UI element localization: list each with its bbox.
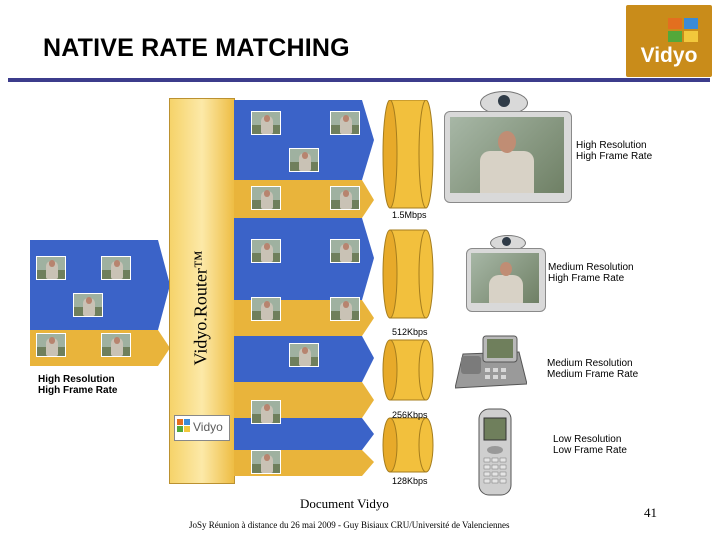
source-thumb	[101, 333, 131, 357]
stream-thumb	[289, 343, 319, 367]
hd-video-screen	[450, 117, 564, 193]
medium-video-screen	[471, 253, 539, 303]
footer-caption: JoSy Réunion à distance du 26 mai 2009 -…	[189, 520, 510, 530]
endpoint-4-line1: Low Resolution	[553, 434, 622, 445]
stream-thumb	[330, 239, 360, 263]
router-logo-box	[174, 415, 230, 441]
stream-thumb	[289, 148, 319, 172]
bitrate-label-3: 256Kbps	[392, 410, 428, 420]
document-label: Document Vidyo	[300, 496, 389, 511]
endpoint-3-line2: Medium Frame Rate	[547, 369, 639, 380]
stream-thumb	[251, 186, 281, 210]
vidyo-logo-icon	[668, 18, 698, 42]
video-phone-icon	[455, 335, 527, 389]
stream-thumb	[251, 239, 281, 263]
source-thumb	[36, 256, 66, 280]
endpoint-3-line1: Medium Resolution	[547, 358, 633, 369]
stream-thumb	[330, 186, 360, 210]
bitrate-label-2: 512Kbps	[392, 327, 428, 337]
endpoint-4-line2: Low Frame Rate	[553, 445, 627, 456]
stream-thumb	[330, 297, 360, 321]
stream-thumb	[251, 400, 281, 424]
router-logo-text: Vidyo	[193, 420, 223, 434]
source-caption-line1: High Resolution	[38, 374, 115, 385]
source-thumb	[101, 256, 131, 280]
router-logo-icon	[177, 419, 190, 432]
source-thumb	[73, 293, 103, 317]
page-number: 41	[644, 505, 657, 520]
endpoint-1-line1: High Resolution	[576, 140, 647, 151]
bitrate-label-1: 1.5Mbps	[392, 210, 427, 220]
stream-thumb	[251, 297, 281, 321]
camera-lens	[498, 95, 510, 107]
endpoint-2-line1: Medium Resolution	[548, 262, 634, 273]
vidyo-logo-text: Vidyo	[640, 44, 698, 67]
stream-thumb	[330, 111, 360, 135]
camera-lens	[502, 237, 511, 246]
stream-thumb	[251, 450, 281, 474]
buffer-cylinders	[382, 100, 434, 473]
stream-thumb	[251, 111, 281, 135]
page-title: NATIVE RATE MATCHING	[43, 34, 350, 62]
source-thumb	[36, 333, 66, 357]
mobile-phone-icon	[478, 408, 512, 496]
title-underline	[8, 78, 710, 82]
endpoint-1-line2: High Frame Rate	[576, 151, 653, 162]
bitrate-label-4: 128Kbps	[392, 476, 428, 486]
source-caption-line2: High Frame Rate	[38, 385, 118, 396]
router-label: Vidyo.Router™	[190, 250, 211, 366]
endpoint-2-line2: High Frame Rate	[548, 273, 625, 284]
